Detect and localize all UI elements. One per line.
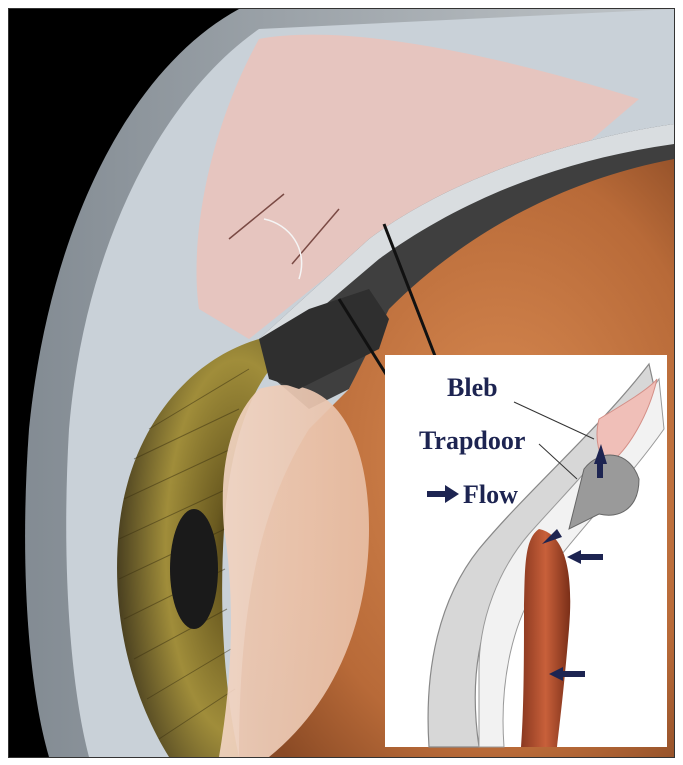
label-flow: Flow [463, 480, 518, 509]
label-bleb: Bleb [447, 373, 498, 402]
inset-panel [385, 355, 667, 747]
inset-arrow-left-1-shaft [581, 554, 603, 560]
pupil [170, 509, 218, 629]
inset-arrow-left-2-shaft [563, 671, 585, 677]
label-trapdoor: Trapdoor [419, 426, 525, 455]
inset-arrow-up-shaft [597, 464, 603, 478]
eye-diagram: Bleb Trapdoor Flow [9, 9, 674, 757]
illustration-frame: Bleb Trapdoor Flow [8, 8, 675, 758]
